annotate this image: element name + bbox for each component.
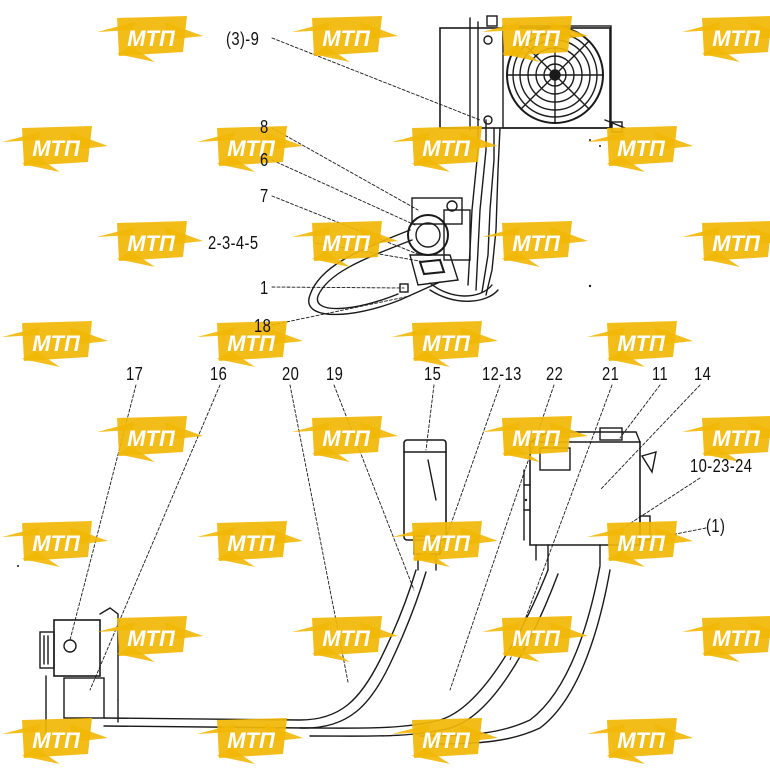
callout-3-9: (3)-9 xyxy=(226,29,260,49)
mtp-watermark-logo: МТП xyxy=(95,215,205,271)
callout-15: 15 xyxy=(424,364,442,384)
mtp-watermark-logo: МТП xyxy=(95,410,205,466)
mtp-watermark-logo: МТП xyxy=(680,10,770,66)
callout-14: 14 xyxy=(694,364,712,384)
svg-text:МТП: МТП xyxy=(322,426,371,451)
mtp-watermark-logo: МТП xyxy=(585,120,695,176)
mtp-watermark-logo: МТП xyxy=(585,712,695,768)
svg-text:МТП: МТП xyxy=(512,426,561,451)
callout-10-23-24: 10-23-24 xyxy=(690,456,753,476)
mtp-watermark-logo: МТП xyxy=(585,315,695,371)
callout-2-3-4-5: 2-3-4-5 xyxy=(208,233,259,253)
svg-text:МТП: МТП xyxy=(127,231,176,256)
svg-text:МТП: МТП xyxy=(32,531,81,556)
callout-22: 22 xyxy=(546,364,564,384)
mtp-watermark-logo: МТП xyxy=(95,10,205,66)
callout-1: 1 xyxy=(260,278,269,298)
heater-unit xyxy=(39,607,119,741)
mtp-watermark-logo: МТП xyxy=(390,515,500,571)
svg-text:МТП: МТП xyxy=(422,331,471,356)
mtp-watermark-logo: МТП xyxy=(195,120,305,176)
compressor-assembly xyxy=(399,197,471,293)
callout-8: 8 xyxy=(260,117,269,137)
svg-text:МТП: МТП xyxy=(32,136,81,161)
mtp-watermark-logo: МТП xyxy=(290,410,400,466)
svg-text:МТП: МТП xyxy=(227,331,276,356)
mtp-watermark-logo: МТП xyxy=(290,215,400,271)
mtp-watermark-logo: МТП xyxy=(0,712,110,768)
mtp-watermark-logo: МТП xyxy=(390,712,500,768)
svg-text:МТП: МТП xyxy=(127,426,176,451)
mtp-watermark-logo: МТП xyxy=(290,610,400,666)
svg-text:МТП: МТП xyxy=(227,728,276,753)
mtp-watermark-logo: МТП xyxy=(390,315,500,371)
svg-text:МТП: МТП xyxy=(422,531,471,556)
mtp-watermark-logo: МТП xyxy=(480,610,590,666)
svg-text:МТП: МТП xyxy=(712,426,761,451)
svg-text:МТП: МТП xyxy=(512,26,561,51)
callout-12-13: 12-13 xyxy=(482,364,522,384)
svg-text:МТП: МТП xyxy=(422,136,471,161)
svg-text:МТП: МТП xyxy=(127,26,176,51)
callout-20: 20 xyxy=(282,364,300,384)
mtp-watermark-logo: МТП xyxy=(390,120,500,176)
svg-text:МТП: МТП xyxy=(227,136,276,161)
callout-7: 7 xyxy=(260,186,269,206)
svg-text:МТП: МТП xyxy=(322,26,371,51)
mtp-watermark-logo: МТП xyxy=(290,10,400,66)
svg-text:МТП: МТП xyxy=(127,626,176,651)
svg-text:МТП: МТП xyxy=(512,626,561,651)
svg-text:МТП: МТП xyxy=(32,331,81,356)
mtp-watermark-logo: МТП xyxy=(480,10,590,66)
mtp-watermark-logo: МТП xyxy=(680,610,770,666)
mtp-watermark-logo: МТП xyxy=(195,315,305,371)
callout-16: 16 xyxy=(210,364,228,384)
svg-text:МТП: МТП xyxy=(227,531,276,556)
mtp-watermark-logo: МТП xyxy=(680,215,770,271)
callout-19: 19 xyxy=(326,364,344,384)
callout-21: 21 xyxy=(602,364,620,384)
svg-text:МТП: МТП xyxy=(512,231,561,256)
callout-11: 11 xyxy=(652,364,669,384)
svg-text:МТП: МТП xyxy=(617,531,666,556)
mtp-watermark-logo: МТП xyxy=(0,315,110,371)
mtp-watermark-logo: МТП xyxy=(480,410,590,466)
mtp-watermark-logo: МТП xyxy=(0,515,110,571)
callout-6: 6 xyxy=(260,150,269,170)
mtp-watermark-logo: МТП xyxy=(195,712,305,768)
mtp-watermark-logo: МТП xyxy=(95,610,205,666)
callout-17: 17 xyxy=(126,364,144,384)
mtp-watermark-logo: МТП xyxy=(0,120,110,176)
mtp-watermark-logo: МТП xyxy=(195,515,305,571)
svg-text:МТП: МТП xyxy=(712,231,761,256)
svg-text:МТП: МТП xyxy=(617,136,666,161)
svg-text:МТП: МТП xyxy=(712,26,761,51)
svg-text:МТП: МТП xyxy=(322,231,371,256)
svg-text:МТП: МТП xyxy=(617,331,666,356)
mtp-watermark-logo: МТП xyxy=(480,215,590,271)
callout-18: 18 xyxy=(254,316,272,336)
svg-text:МТП: МТП xyxy=(322,626,371,651)
svg-text:МТП: МТП xyxy=(422,728,471,753)
svg-text:МТП: МТП xyxy=(712,626,761,651)
svg-text:МТП: МТП xyxy=(32,728,81,753)
mtp-watermark-logo: МТП xyxy=(585,515,695,571)
svg-text:МТП: МТП xyxy=(617,728,666,753)
callout-paren-1: (1) xyxy=(706,516,726,536)
mtp-watermark-logo: МТП xyxy=(680,410,770,466)
condenser-fan xyxy=(506,26,604,124)
compressor-hose xyxy=(429,282,493,297)
